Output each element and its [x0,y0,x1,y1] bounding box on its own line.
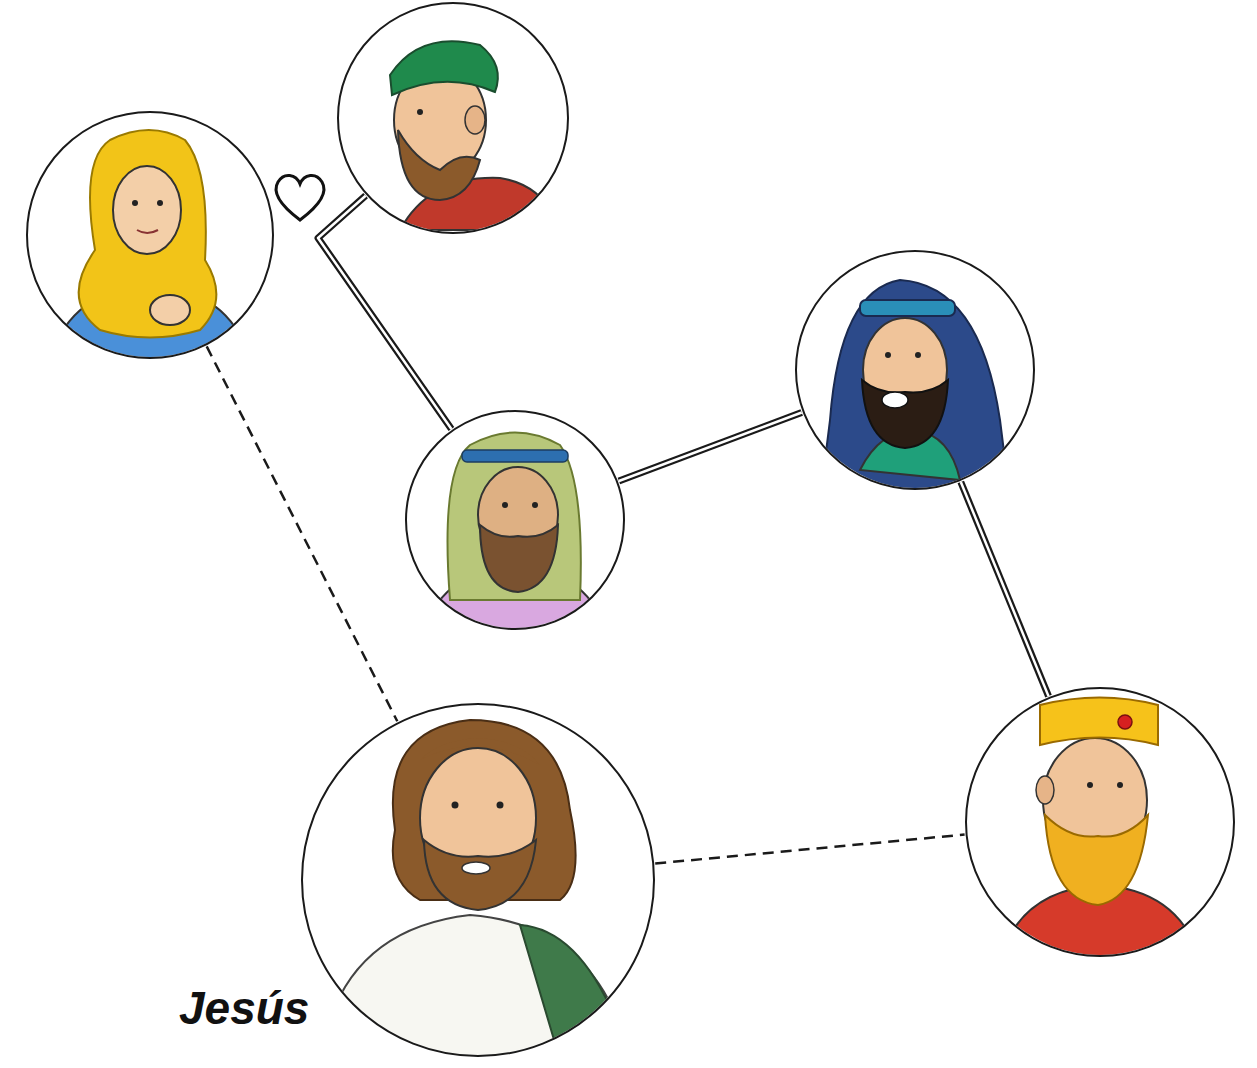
portrait-yellow-veil [28,113,272,360]
connector [207,346,398,721]
connector [655,835,964,864]
portrait-circle [965,687,1235,957]
heart-symbol [276,175,324,220]
portrait-circle: Jesús [301,703,655,1057]
portrait-jesus [303,705,653,1060]
connector [318,196,451,429]
portrait-king [967,689,1233,960]
portrait-circle [26,111,274,359]
portrait-circle [405,410,625,630]
connector [619,413,802,482]
portrait-circle [337,2,569,234]
portrait-circle [795,250,1035,490]
portrait-green-turban [339,4,567,232]
portrait-green-headcloth [407,412,623,640]
portrait-blue-hood [797,252,1033,500]
name-label: Jesús [179,985,309,1031]
connector [961,482,1049,696]
